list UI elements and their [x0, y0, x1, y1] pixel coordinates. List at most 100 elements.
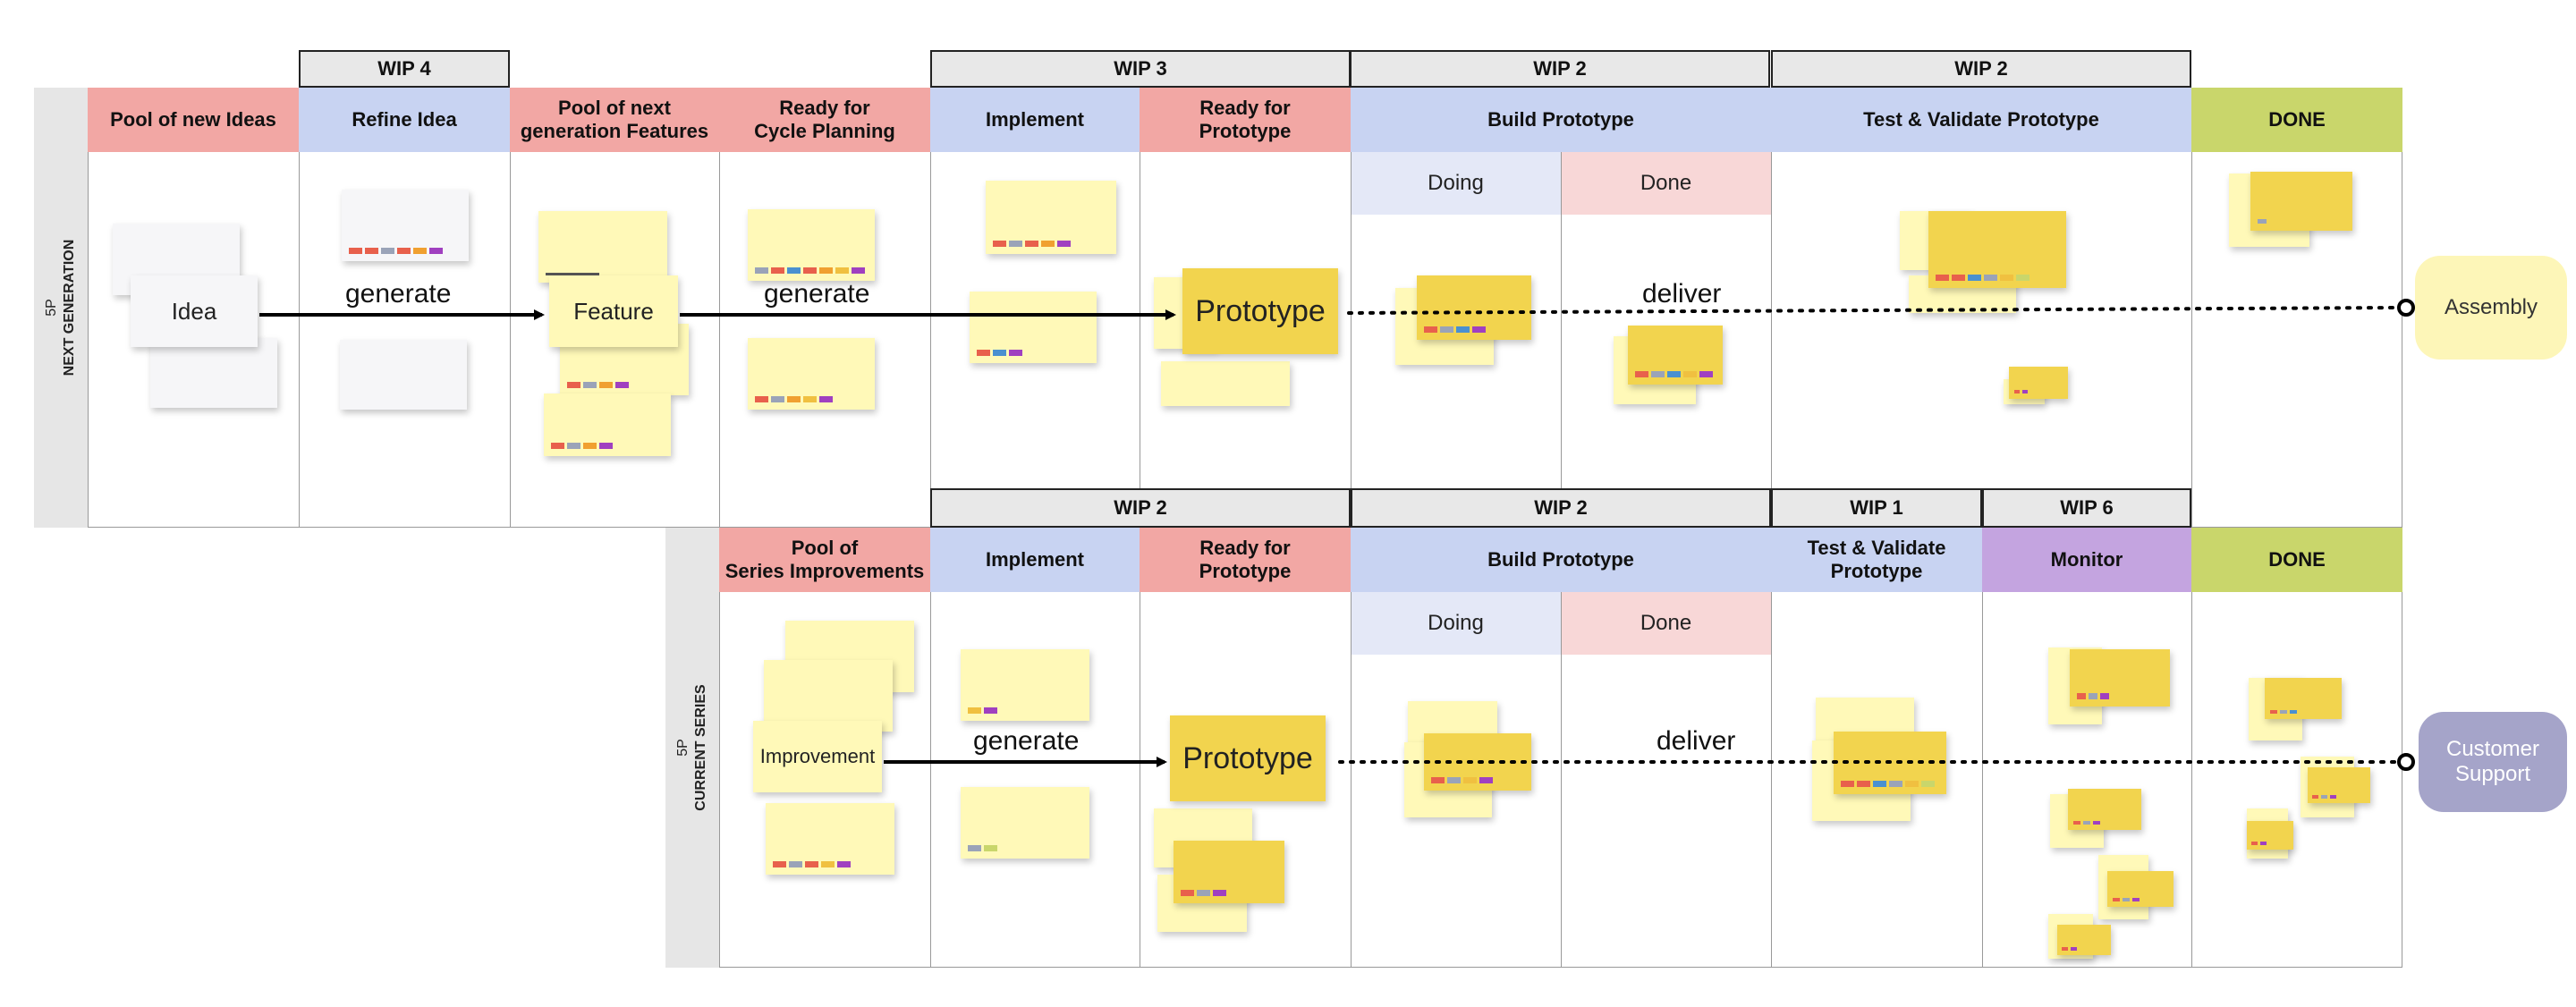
deliver-endpoint-circle [2397, 753, 2415, 771]
note-tags [968, 845, 997, 851]
col-divider [2191, 152, 2192, 528]
deliver-line [1347, 306, 2399, 315]
col-test-validate-top: Test & Validate Prototype [1771, 88, 2191, 152]
sticky-note[interactable] [1628, 326, 1723, 385]
col-divider [1771, 152, 1772, 528]
prototype-note-label: Prototype [1182, 740, 1313, 775]
note-tags [546, 273, 599, 275]
generate-label: generate [764, 279, 870, 309]
wip-build-top: WIP 2 [1350, 50, 1770, 88]
flow-arrows-top [259, 299, 2415, 320]
wip-build-bottom: WIP 2 [1351, 488, 1771, 528]
note-tags [2113, 898, 2140, 901]
idea-note[interactable]: Idea [131, 275, 258, 347]
col-pool-series-improvements: Pool of Series Improvements [719, 528, 930, 592]
sticky-note[interactable] [538, 211, 667, 283]
sticky-note[interactable] [1161, 361, 1290, 406]
col-ready-prototype-bottom: Ready for Prototype [1140, 528, 1351, 592]
wip-implement-bottom: WIP 2 [930, 488, 1351, 528]
sticky-note[interactable] [340, 340, 467, 410]
col-implement-bottom: Implement [930, 528, 1140, 592]
col-divider [1561, 592, 1562, 968]
note-tags [1424, 326, 1486, 333]
sticky-note[interactable] [1174, 841, 1284, 903]
wip-test-top: WIP 2 [1771, 50, 2191, 88]
wip-refine-top: WIP 4 [299, 50, 510, 88]
improvement-note[interactable]: Improvement [753, 721, 882, 792]
prototype-note-bottom[interactable]: Prototype [1170, 715, 1326, 801]
sticky-note[interactable] [961, 787, 1089, 859]
sticky-note[interactable] [961, 649, 1089, 721]
sticky-note[interactable] [2250, 172, 2352, 231]
col-done-bottom: DONE [2191, 528, 2402, 592]
generate-label: generate [973, 726, 1080, 756]
note-tags [755, 396, 833, 402]
col-divider [510, 152, 511, 528]
note-tags [1181, 890, 1226, 896]
generate-label: generate [345, 279, 452, 309]
sub-done-bottom: Done [1561, 592, 1771, 655]
sticky-note[interactable] [342, 190, 469, 261]
col-divider [719, 152, 720, 528]
note-tags [2312, 795, 2336, 799]
col-build-prototype-top: Build Prototype [1351, 88, 1771, 152]
col-ready-prototype-top: Ready for Prototype [1140, 88, 1351, 152]
lane-next-generation: 5P NEXT GENERATION [34, 88, 88, 528]
note-tags [2258, 219, 2267, 224]
col-implement-top: Implement [930, 88, 1140, 152]
note-tags [349, 248, 443, 254]
note-tags [1936, 275, 2029, 281]
improvement-note-label: Improvement [759, 745, 876, 767]
sticky-note[interactable] [2068, 789, 2141, 830]
sticky-note[interactable] [2070, 649, 2170, 707]
col-divider [930, 592, 931, 968]
sticky-note[interactable] [544, 393, 671, 456]
sticky-note[interactable] [970, 292, 1097, 363]
note-tags [567, 382, 629, 388]
col-pool-features: Pool of next generation Features [510, 88, 719, 152]
sub-doing-bottom: Doing [1351, 592, 1561, 655]
deliver-endpoint-circle [2397, 299, 2415, 317]
note-tags [773, 861, 851, 867]
flow-arrows-bottom [884, 753, 2415, 771]
col-divider [1561, 152, 1562, 528]
col-build-prototype-bottom: Build Prototype [1351, 528, 1771, 592]
col-divider [1982, 592, 1983, 968]
note-tags [2251, 842, 2267, 845]
col-divider [299, 152, 300, 528]
sticky-note[interactable] [1928, 211, 2066, 288]
sticky-note[interactable] [2107, 871, 2174, 907]
note-tags [1431, 777, 1493, 783]
col-pool-new-ideas: Pool of new Ideas [88, 88, 299, 152]
deliver-label: deliver [1657, 726, 1736, 756]
sticky-note[interactable] [2308, 767, 2370, 803]
sticky-note[interactable] [2009, 367, 2068, 399]
note-tags [977, 350, 1022, 356]
sticky-note[interactable] [150, 338, 277, 408]
lane-current-series: 5P CURRENT SERIES [665, 528, 719, 968]
col-divider [1771, 592, 1772, 968]
note-tags [1841, 781, 1935, 787]
col-divider [1351, 152, 1352, 528]
assembly-endpoint: Assembly [2415, 256, 2567, 360]
col-refine-idea: Refine Idea [299, 88, 510, 152]
note-tags [2270, 710, 2297, 714]
col-monitor: Monitor [1982, 528, 2191, 592]
sticky-note[interactable] [748, 209, 875, 281]
customer-support-endpoint: Customer Support [2419, 712, 2567, 812]
feature-note[interactable]: Feature [549, 275, 678, 347]
note-tags [2077, 693, 2109, 699]
col-divider [1351, 592, 1352, 968]
sticky-note[interactable] [2247, 821, 2293, 850]
sticky-note[interactable] [766, 803, 894, 875]
sticky-note[interactable] [2057, 925, 2111, 955]
sticky-note[interactable] [2265, 678, 2342, 719]
feature-note-label: Feature [573, 297, 654, 325]
note-tags [1635, 371, 1713, 377]
sticky-note[interactable] [764, 660, 893, 732]
prototype-note-label: Prototype [1195, 293, 1326, 328]
sticky-note[interactable] [986, 181, 1116, 254]
sticky-note[interactable] [748, 338, 875, 410]
prototype-note-top[interactable]: Prototype [1182, 268, 1338, 354]
sticky-note[interactable] [1417, 275, 1531, 340]
